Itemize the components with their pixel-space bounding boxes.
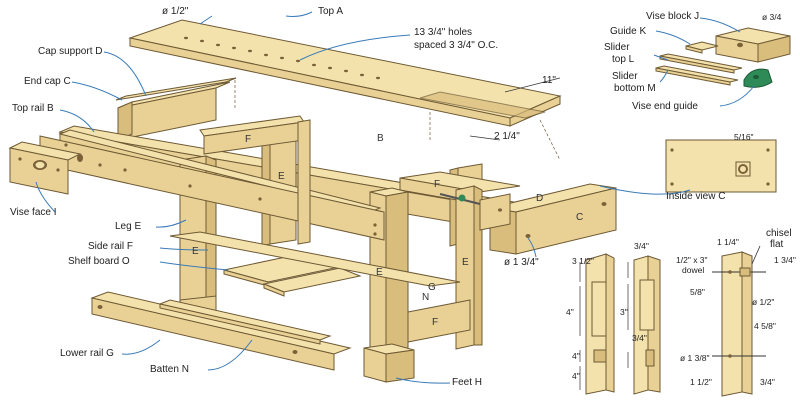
label-top-rail-b: Top rail B [12,103,54,114]
inside-view-c [665,139,777,193]
detail-dim-d1-top: 3 1/2" [572,256,594,266]
detail-dim-d2-top: 3/4" [634,241,649,251]
label-inside-dim: 5/16" [734,132,754,142]
top-a [128,19,562,127]
label-batten-n: Batten N [150,364,189,375]
label-feet-h: Feet H [452,377,483,388]
slider-top-l [659,53,743,74]
detail-dim-d1-b2: 4" [572,371,580,381]
label-end-cap-c: End cap C [24,76,71,87]
label-guide-k: Guide K [610,26,647,37]
part-letter-e2: E [192,246,199,257]
detail-dim-d3-a: 1 1/4" [717,237,739,247]
label-slider-top-l-1: Slider [604,42,630,53]
part-letter-e4: E [462,257,469,268]
top-holes [184,36,380,80]
label-hole-diam: ø 1/2" [162,6,189,17]
detail-dim-d3-c: 5/8" [690,287,705,297]
label-top-a: Top A [318,6,344,17]
label-vise-block-j: Vise block J [646,11,700,22]
detail-dim-d3-d: ø 1/2" [752,297,775,307]
label-slider-bottom-m-1: Slider [612,71,638,82]
part-letter-b: B [377,133,384,144]
label-lower-rail-g: Lower rail G [60,348,114,359]
part-letter-e3: E [376,267,383,278]
detail-dim-d1-mid: 4" [566,307,574,317]
label-shelf-board-o: Shelf board O [68,256,130,267]
slider-bottom-m [655,65,739,86]
label-vise-block-diam: ø 3/4 [762,12,782,22]
detail-profile-2 [633,255,661,395]
label-chisel-flat-2: flat [770,239,784,250]
label-holes-spacing-2: spaced 3 3/4" O.C. [414,40,499,51]
label-dowel-2: dowel [682,265,705,275]
detail-dim-d3-e: 4 5/8" [754,321,776,331]
detail-dim-d3-g: 1 1/2" [690,377,712,387]
detail-profile-3 [712,251,766,397]
detail-dim-d1-b1: 4" [572,351,580,361]
part-letter-g: G [428,282,436,293]
label-vise-face-i: Vise face I [10,207,57,218]
part-letter-f3: F [432,317,439,328]
detail-dim-d3-f: ø 1 3/8" [680,353,710,363]
detail-dim-d3-b: 1 3/4" [774,255,796,265]
label-slider-bottom-m-2: bottom M [614,83,656,94]
vise-end-guide [743,68,773,88]
leaders [35,11,755,384]
label-dim-11: 11" [542,75,556,86]
label-holes-spacing-1: 13 3/4" holes [414,27,473,38]
part-letter-c: C [576,212,584,223]
part-letter-f2: F [434,179,441,190]
label-vise-end-guide: Vise end guide [632,101,698,112]
label-side-rail-f: Side rail F [88,241,134,252]
label-cap-support-d: Cap support D [38,46,103,57]
detail-profile-1 [585,253,615,395]
label-dim-1-3-4-diam: ø 1 3/4" [504,257,539,268]
part-letter-e1: E [278,171,285,182]
part-letter-n: N [422,292,430,303]
detail-dim-d2-mid: 3" [620,307,628,317]
label-slider-top-l-2: top L [612,54,635,65]
guide-k [685,41,719,54]
label-inside-view-c: Inside view C [666,191,726,202]
label-chisel-flat-1: chisel [766,228,792,239]
label-dim-2-1-4: 2 1/4" [494,131,520,142]
label-dowel-1: 1/2" x 3" [676,255,708,265]
label-leg-e: Leg E [115,221,142,232]
part-letter-f1: F [245,134,252,145]
detail-dim-d3-h: 3/4" [760,377,775,387]
part-letter-d: D [536,193,544,204]
vise-block-j [715,27,791,63]
detail-dim-d2-bot: 3/4" [632,333,647,343]
